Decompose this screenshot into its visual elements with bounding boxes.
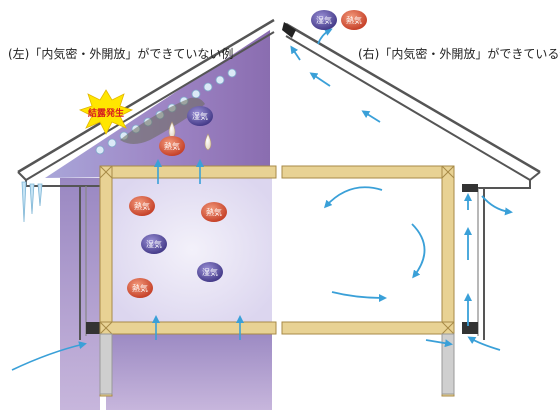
heat-label: 熱気 [206,207,222,217]
left-roof-edge [17,18,275,174]
right-caption: (右)「内気密・外開放」ができている例 [358,47,560,61]
left-top-beam [99,165,277,179]
left-eave-tip [17,171,27,181]
left-floor-beam [99,321,277,335]
left-leak-arrows [11,159,244,371]
left-attic-moisture: 湿気 [187,106,213,126]
moisture-label: 湿気 [316,15,332,25]
right-foundation [441,333,455,395]
left-room-heat-3: 熱気 [127,278,153,298]
condensation-burst: 結露発生 [78,89,134,135]
right-top-beam [281,165,455,179]
heat-label: 熱気 [134,201,150,211]
right-foundation-cap [462,322,478,334]
left-house [11,18,277,410]
right-vent-heat: 熱気 [341,10,367,30]
left-framing [99,165,277,397]
heat-label: 熱気 [164,141,180,151]
moisture-label: 湿気 [192,111,208,121]
condensation-label: 結露発生 [88,107,124,119]
left-room-moisture-2: 湿気 [197,262,223,282]
right-framing-crosses [441,165,455,335]
left-caption: (左)「内気密・外開放」ができていない例 [8,47,234,61]
right-top-cap [462,184,478,192]
right-eave-tip [529,171,541,181]
left-room-heat-2: 熱気 [201,202,227,222]
left-room-heat-1: 熱気 [129,196,155,216]
heat-label: 熱気 [346,15,362,25]
left-attic-heat: 熱気 [159,136,185,156]
left-foundation [99,333,113,395]
right-airflow-arrows [290,28,513,351]
right-floor-beam [281,321,455,335]
right-vent-moisture: 湿気 [311,10,337,30]
left-mold-patch [120,97,205,144]
left-framing-crosses [99,165,113,335]
right-house: 湿気 熱気 [281,10,541,397]
moisture-label: 湿気 [202,267,218,277]
left-foundation-cap [86,322,100,334]
right-roof-edge [285,22,541,174]
left-room-moisture-1: 湿気 [141,234,167,254]
moisture-label: 湿気 [146,239,162,249]
left-underfloor-air [106,330,272,410]
right-eave-soffit [464,180,531,189]
left-icicles [21,181,43,223]
heat-label: 熱気 [132,283,148,293]
right-ridge-vent [282,22,296,38]
left-roof-inner [25,31,275,181]
right-roof-inner [285,35,531,181]
right-framing [281,165,455,397]
